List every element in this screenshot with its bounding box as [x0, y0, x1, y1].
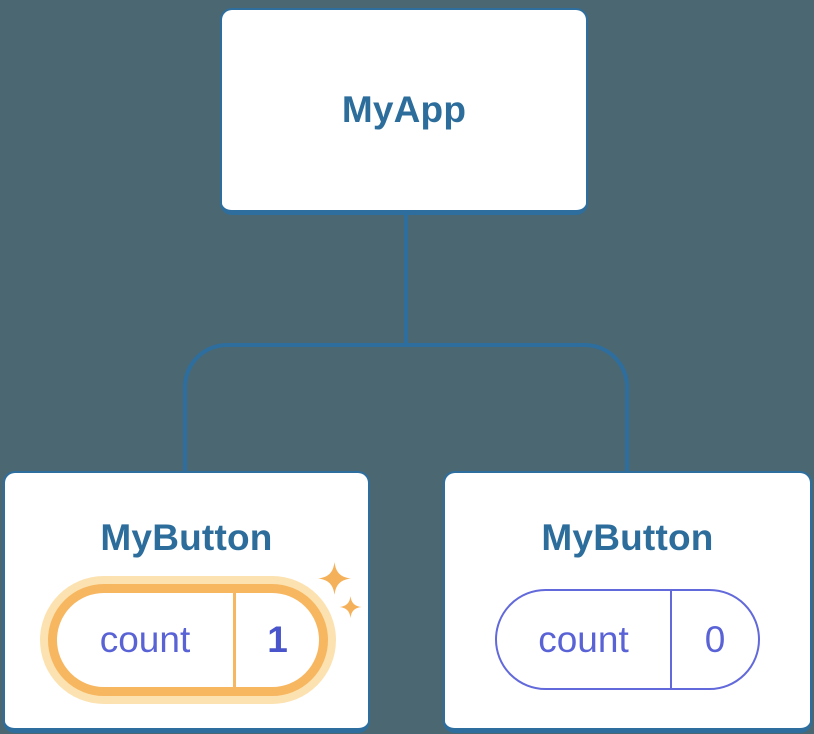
sparkle-icon — [318, 562, 351, 595]
state-pill: count 0 — [495, 589, 760, 690]
node-label: MyApp — [341, 89, 467, 130]
state-value: 0 — [704, 618, 726, 660]
state-key: count — [538, 618, 629, 660]
tree-node-mybutton-left: MyButton count 1 — [3, 471, 370, 733]
sparkle-icon — [339, 596, 362, 618]
state-pill-highlighted: count 1 — [48, 584, 328, 696]
tree-node-myapp: MyApp — [220, 8, 588, 215]
connector-bracket-line — [183, 343, 629, 472]
state-value: 1 — [267, 619, 288, 660]
pill-divider — [670, 591, 672, 688]
tree-node-mybutton-right: MyButton count 0 — [443, 471, 812, 733]
pill-divider — [233, 593, 236, 687]
state-key: count — [99, 619, 191, 660]
node-label: MyButton — [541, 517, 714, 558]
connector-stem-line — [404, 213, 408, 347]
node-label: MyButton — [100, 517, 273, 558]
